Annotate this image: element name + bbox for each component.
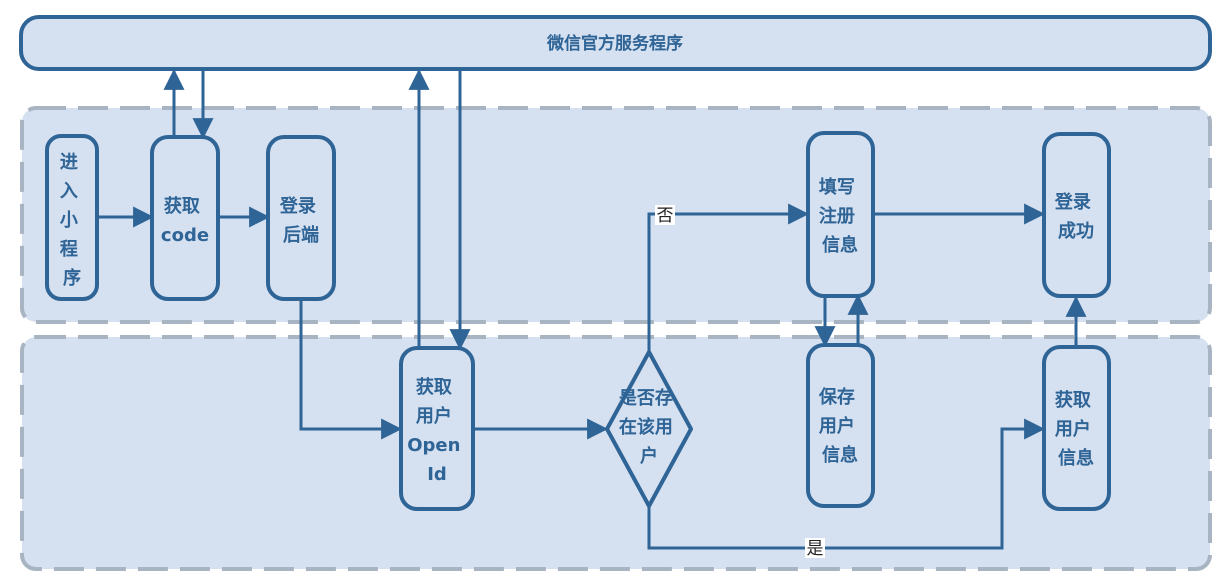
node-login-backend: 登录 后端	[266, 135, 336, 301]
edge-decision-no	[647, 203, 810, 352]
node-user-exists-decision: 是否存 在该用 户	[605, 350, 693, 508]
header-title: 微信官方服务程序	[546, 33, 683, 54]
svg-text:登录 后端: 登录 后端	[279, 195, 322, 246]
node-get-openid: 获取 用户 Open Id	[399, 346, 475, 511]
svg-text:获取 code: 获取 code	[161, 195, 209, 246]
edge-decision-yes	[647, 418, 1046, 550]
no-label-bg	[655, 205, 675, 225]
svg-text:进 入 小 程: 进 入 小 程 序	[60, 152, 84, 289]
svg-text:填写 注册 信息: 填写 注册 信息	[819, 176, 861, 256]
svg-text:登录 成功: 登录 成功	[1054, 191, 1097, 242]
svg-text:获取 用户 信息: 获取 用户 信息	[1055, 389, 1097, 469]
edge-login-to-openid	[299, 300, 403, 440]
node-login-success: 登录 成功	[1042, 132, 1111, 298]
svg-text:保存 用户 信息: 保存 用户 信息	[818, 386, 861, 466]
svg-text:获取 用户 Open I: 获取 用户 Open Id	[407, 376, 467, 485]
svg-text:是否存 在该用 户: 是否存 在该用 户	[618, 387, 679, 467]
edge-label-no: 否	[657, 206, 674, 226]
wechat-service-header: 微信官方服务程序	[19, 15, 1212, 71]
node-enter-mini-program: 进 入 小 程 序	[45, 134, 99, 301]
lane-backend	[20, 335, 1212, 571]
node-fill-register-info: 填写 注册 信息	[806, 131, 875, 298]
node-get-code: 获取 code	[150, 135, 220, 301]
yes-label-bg	[805, 538, 825, 558]
node-get-user-info: 获取 用户 信息	[1042, 345, 1111, 511]
edge-label-yes: 是	[807, 539, 824, 559]
node-save-user-info: 保存 用户 信息	[806, 343, 875, 508]
